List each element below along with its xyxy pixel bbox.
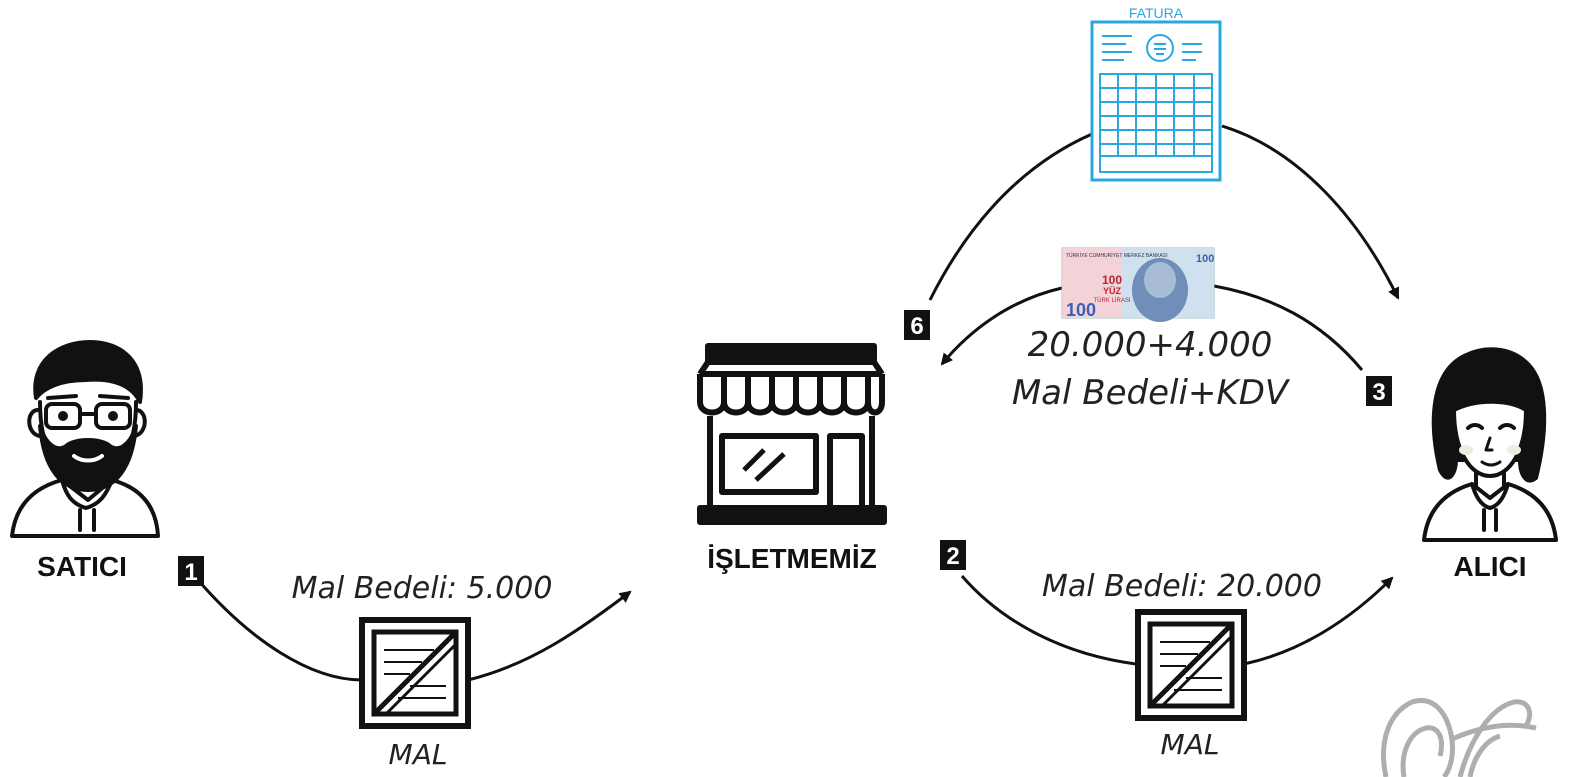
payment-amount-label: 20.000+4.000 (1028, 325, 1273, 365)
sale-arrow (960, 576, 1392, 666)
step-badge-6: 6 (904, 310, 930, 340)
purchase-arrow (196, 579, 630, 682)
purchase-price-label: Mal Bedeli: 5.000 (292, 571, 553, 606)
business-label: İŞLETMEMİZ (707, 543, 877, 574)
step-badge-3: 3 (1366, 376, 1392, 406)
sale-price-label: Mal Bedeli: 20.000 (1042, 569, 1322, 604)
banknote-value-corner: 100 (1196, 253, 1214, 265)
svg-text:6: 6 (910, 313, 923, 340)
banknote-image: TÜRKİYE CUMHURİYET MERKEZ BANKASI 100 YÜ… (1061, 247, 1215, 322)
buyer-icon (1422, 347, 1558, 542)
seller-label: SATICI (37, 551, 127, 582)
step-badge-1: 1 (178, 556, 204, 586)
store-icon (697, 343, 887, 525)
invoice-icon: FATURA (1090, 5, 1222, 182)
payment-desc-label: Mal Bedeli+KDV (1012, 373, 1291, 413)
banknote-value-top: 100 (1102, 273, 1122, 287)
seller-icon (10, 340, 160, 538)
sale-goods-label: MAL (1161, 728, 1220, 761)
goods-crate-sale (1135, 609, 1247, 721)
svg-text:3: 3 (1372, 379, 1385, 406)
banknote-word: YÜZ (1103, 286, 1122, 296)
watermark-logo (1381, 698, 1537, 777)
step-badge-2: 2 (940, 540, 966, 570)
banknote-currency: TÜRK LİRASI (1093, 297, 1130, 304)
buyer-label: ALICI (1453, 551, 1526, 582)
purchase-goods-label: MAL (389, 738, 448, 771)
banknote-bank: TÜRKİYE CUMHURİYET MERKEZ BANKASI (1066, 252, 1168, 259)
invoice-title: FATURA (1129, 5, 1184, 21)
invoice-to-business-line (928, 132, 1093, 301)
goods-crate-purchase (359, 617, 471, 729)
svg-text:2: 2 (946, 543, 959, 570)
invoice-to-buyer-arrow (1221, 124, 1400, 300)
banknote-value-bottom: 100 (1066, 300, 1096, 320)
svg-text:1: 1 (184, 559, 197, 586)
payment-arrow (942, 284, 1364, 370)
